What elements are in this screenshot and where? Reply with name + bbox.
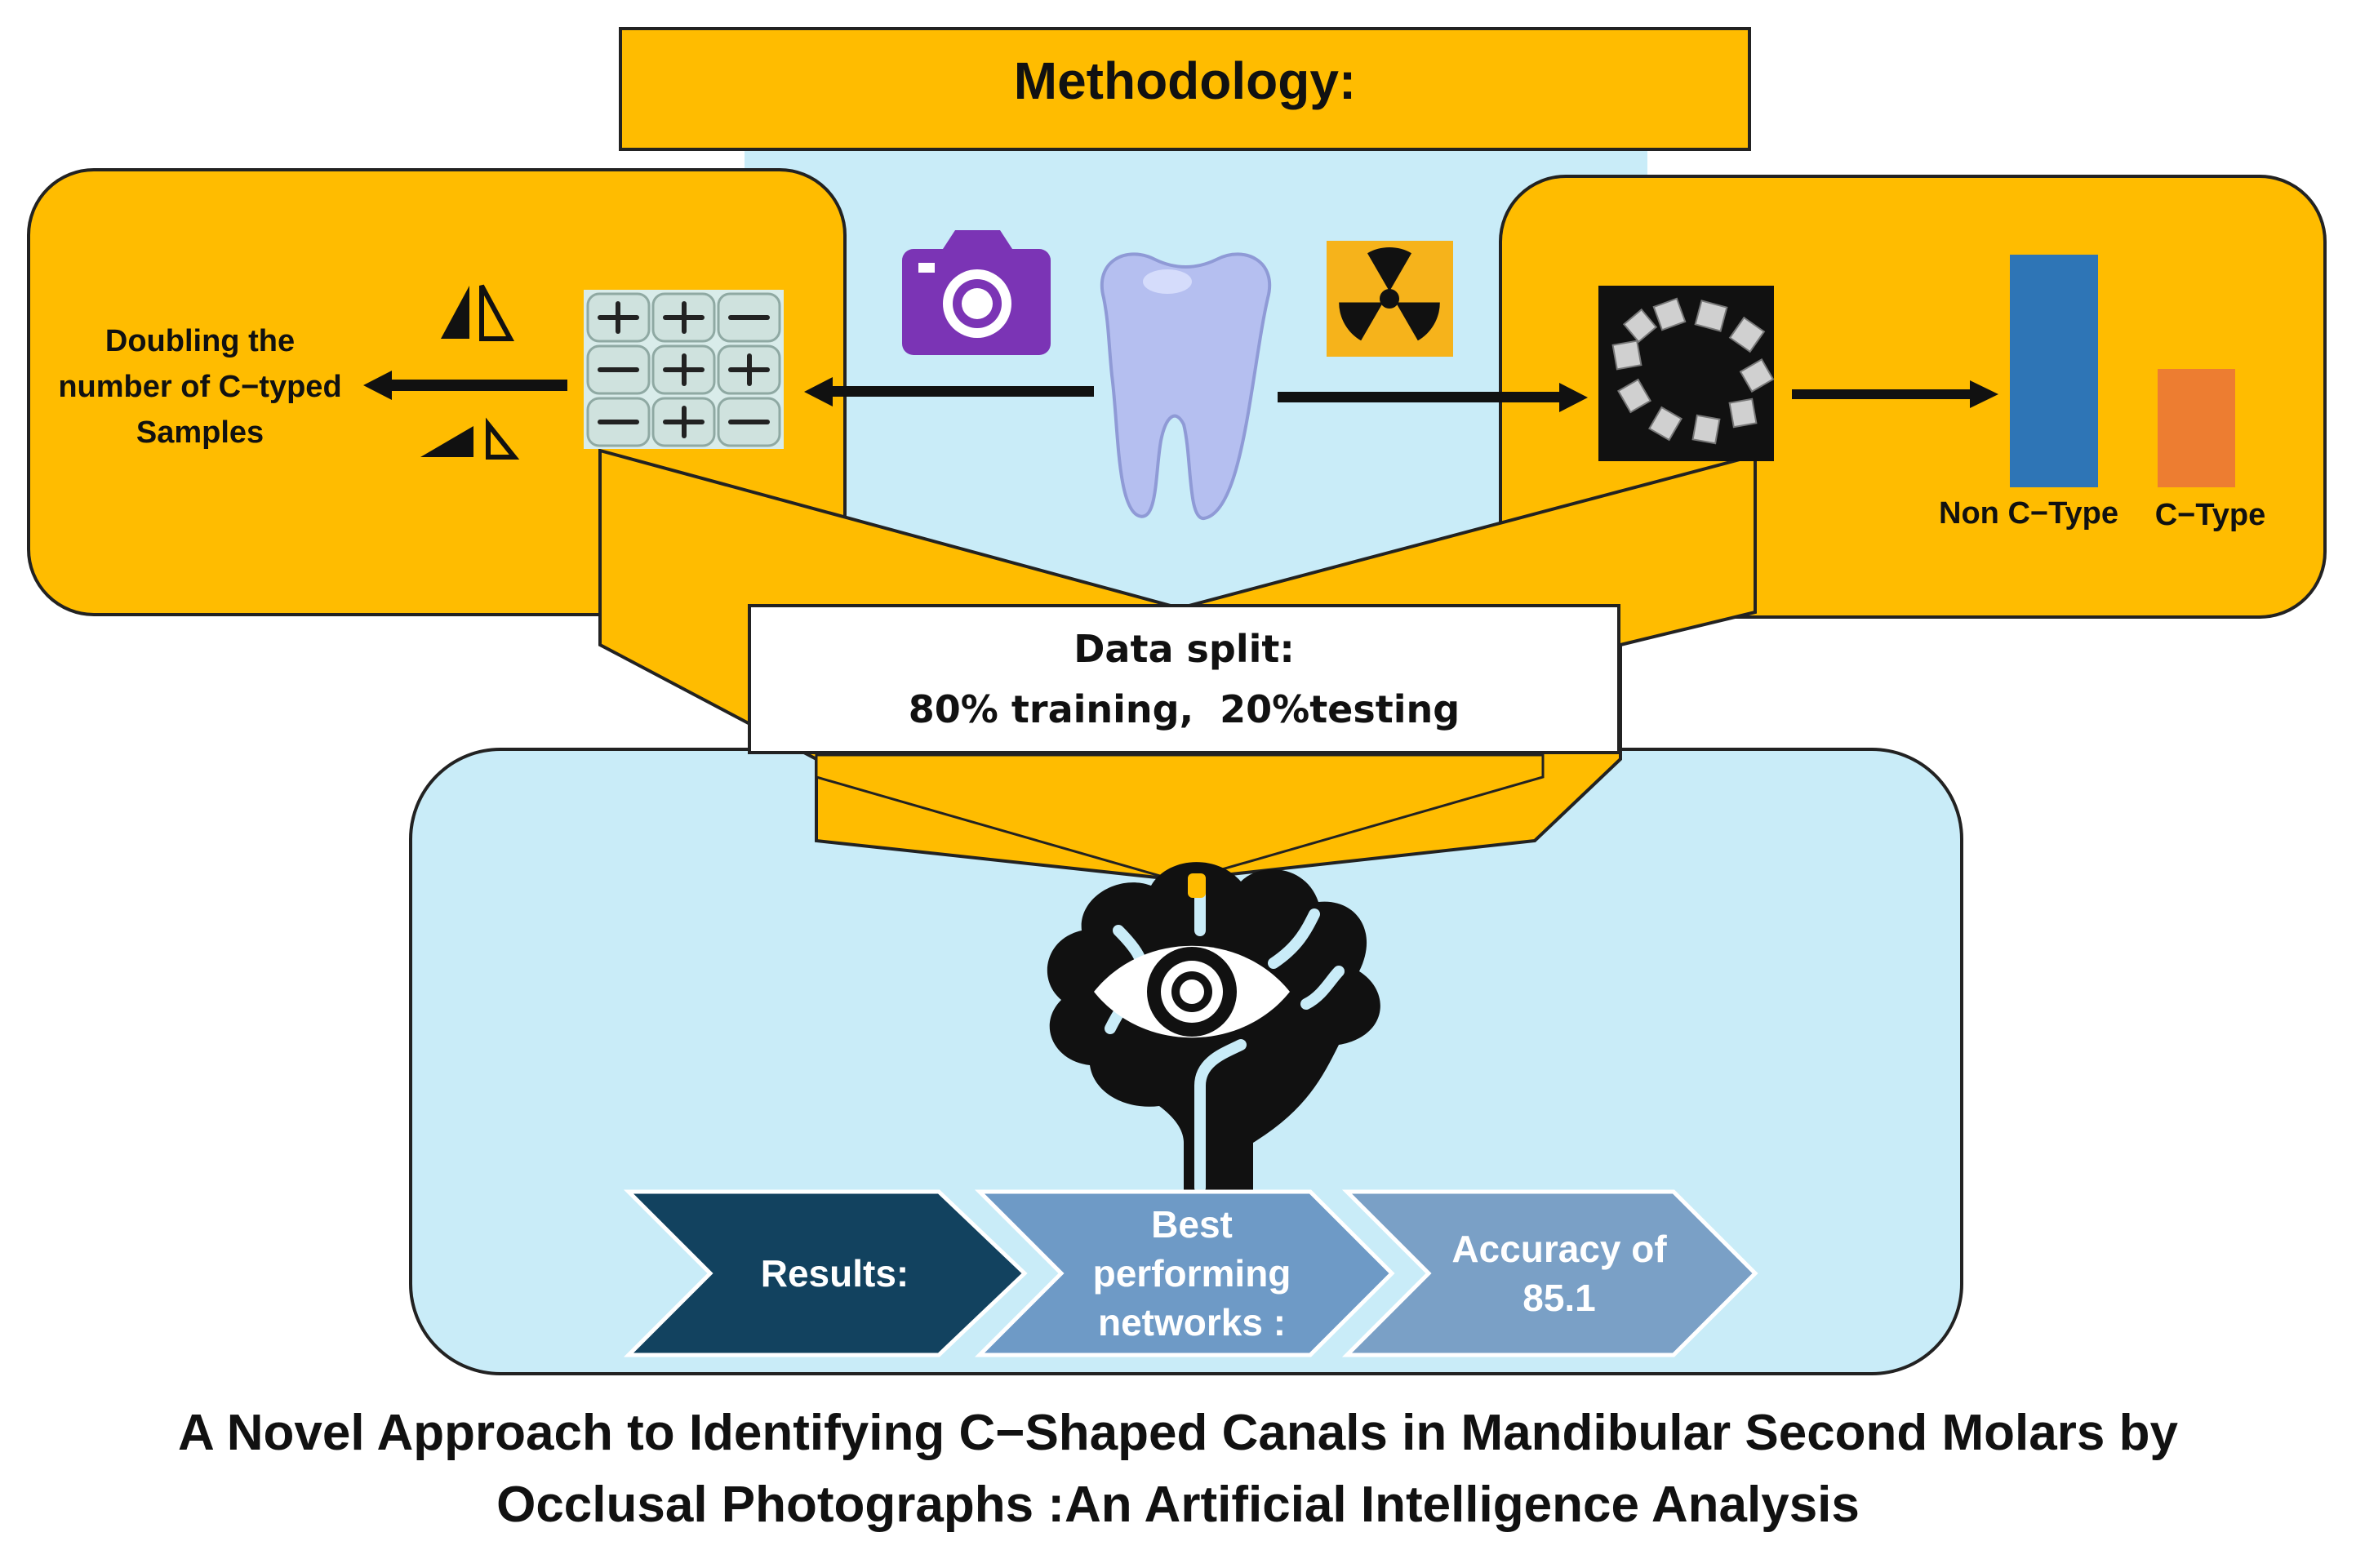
bar-c-type: [2158, 369, 2235, 487]
augmentation-text: Doubling the number of C−typed Samples: [33, 318, 367, 455]
mirror-flip-icon: [420, 284, 520, 460]
cbct-image: [1598, 286, 1775, 461]
bar-non-c-type: [2010, 255, 2098, 487]
arrow-to-bars: [1792, 380, 1998, 408]
tooth-icon: [1100, 252, 1271, 520]
brain-eye-icon: [1047, 862, 1380, 1193]
radiation-icon: [1327, 241, 1453, 357]
chevron-accuracy-shape: [1341, 1189, 1758, 1357]
data-split-ratio: 80% training, 20%testing: [908, 687, 1460, 731]
chevron-best-networks: Best performing networks :: [1092, 1203, 1291, 1344]
chevron-networks-shape: [974, 1189, 1395, 1357]
chevron-results: Results:: [760, 1252, 909, 1295]
bar-label-c-type: C−Type: [2154, 498, 2266, 532]
arrow-to-cbct: [1278, 383, 1588, 412]
caption-line-1: A Novel Approach to Identifying C−Shaped…: [178, 1405, 2178, 1461]
bar-label-non-c-type: Non C−Type: [1939, 496, 2118, 531]
header-bar: [619, 27, 1751, 151]
funnel-tip: [815, 753, 1545, 883]
augmentation-line-1: Doubling the: [104, 324, 296, 358]
arrow-to-augmentation: [363, 371, 567, 400]
page-title: Methodology:: [1013, 51, 1357, 110]
occlusal-photo-grid: [584, 290, 784, 449]
augmentation-line-3: Samples: [136, 415, 264, 450]
arrow-to-photos: [804, 377, 1094, 406]
class-distribution-bars: [2010, 255, 2235, 487]
chevron-results-shape: [623, 1189, 1028, 1357]
augmentation-line-2: number of C−typed: [58, 370, 342, 404]
data-split-title: Data split:: [1074, 627, 1295, 671]
caption-line-2: Occlusal Photographs :An Artificial Inte…: [496, 1477, 1860, 1533]
camera-icon: [902, 230, 1051, 355]
data-split-box: [748, 604, 1620, 754]
chevron-accuracy: Accuracy of 85.1: [1451, 1228, 1667, 1319]
